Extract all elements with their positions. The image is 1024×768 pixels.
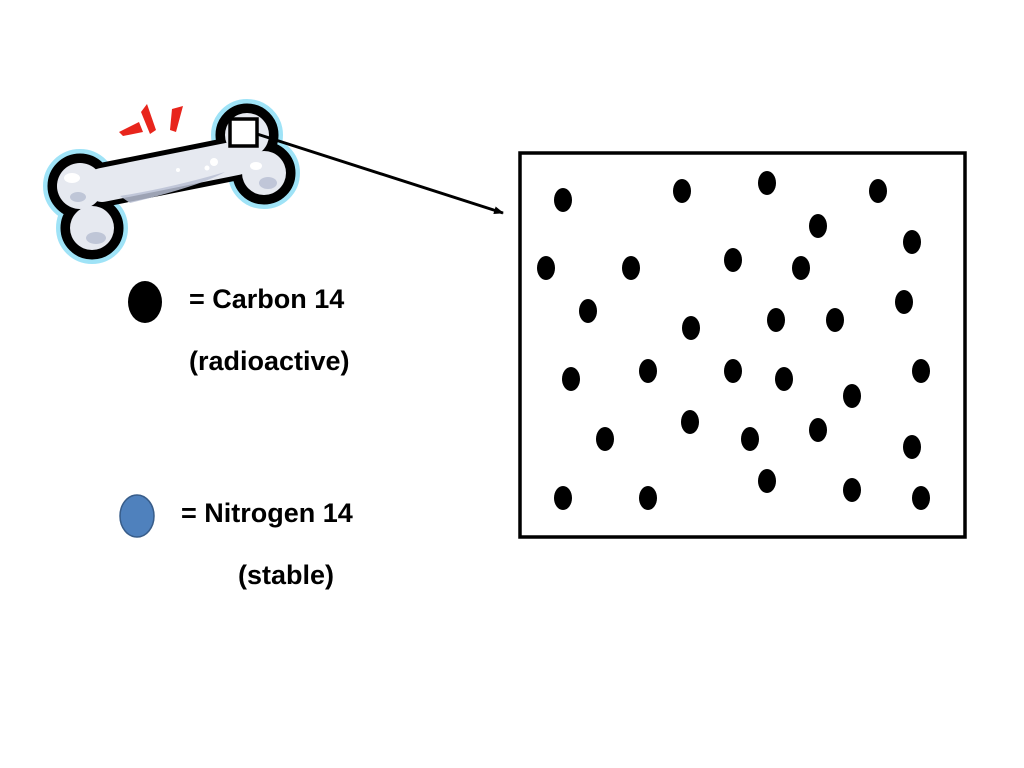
carbon-14-atom bbox=[724, 359, 742, 383]
carbon-14-atom bbox=[775, 367, 793, 391]
carbon-14-atom bbox=[741, 427, 759, 451]
carbon-14-legend-marker bbox=[128, 281, 162, 323]
carbon-14-atom bbox=[843, 478, 861, 502]
carbon-14-atom bbox=[554, 486, 572, 510]
carbon-14-atom bbox=[912, 486, 930, 510]
carbon-14-atom bbox=[767, 308, 785, 332]
carbon-14-atom bbox=[673, 179, 691, 203]
carbon-14-atom bbox=[895, 290, 913, 314]
carbon-14-atom bbox=[809, 418, 827, 442]
magnified-sample-box bbox=[518, 151, 967, 539]
carbon-14-atom bbox=[639, 359, 657, 383]
carbon-14-atom bbox=[826, 308, 844, 332]
carbon-14-note: (radioactive) bbox=[189, 346, 350, 376]
carbon-14-atom bbox=[843, 384, 861, 408]
carbon-14-atom bbox=[639, 486, 657, 510]
carbon-14-atoms bbox=[537, 171, 930, 510]
alarm-marks-icon bbox=[119, 104, 183, 136]
carbon-14-label: = Carbon 14 bbox=[189, 284, 345, 314]
carbon-14-atom bbox=[562, 367, 580, 391]
carbon-14-atom bbox=[809, 214, 827, 238]
nitrogen-14-legend-marker bbox=[119, 494, 155, 538]
nitrogen-14-label: = Nitrogen 14 bbox=[181, 498, 353, 528]
carbon-14-atom bbox=[903, 435, 921, 459]
carbon-14-atom bbox=[724, 248, 742, 272]
carbon-14-atom bbox=[792, 256, 810, 280]
carbon-14-atom bbox=[596, 427, 614, 451]
carbon-14-atom bbox=[682, 316, 700, 340]
carbon-14-atom bbox=[579, 299, 597, 323]
sample-square-icon bbox=[228, 117, 259, 148]
carbon-14-atom bbox=[903, 230, 921, 254]
carbon-14-atom bbox=[758, 171, 776, 195]
zoom-arrow-icon bbox=[256, 132, 504, 215]
carbon-14-atom bbox=[912, 359, 930, 383]
carbon-14-atom bbox=[537, 256, 555, 280]
carbon-14-atom bbox=[869, 179, 887, 203]
carbon-14-atom bbox=[758, 469, 776, 493]
carbon-14-atom bbox=[554, 188, 572, 212]
carbon-14-atom bbox=[681, 410, 699, 434]
carbon-14-atom bbox=[622, 256, 640, 280]
nitrogen-14-note: (stable) bbox=[238, 560, 335, 590]
